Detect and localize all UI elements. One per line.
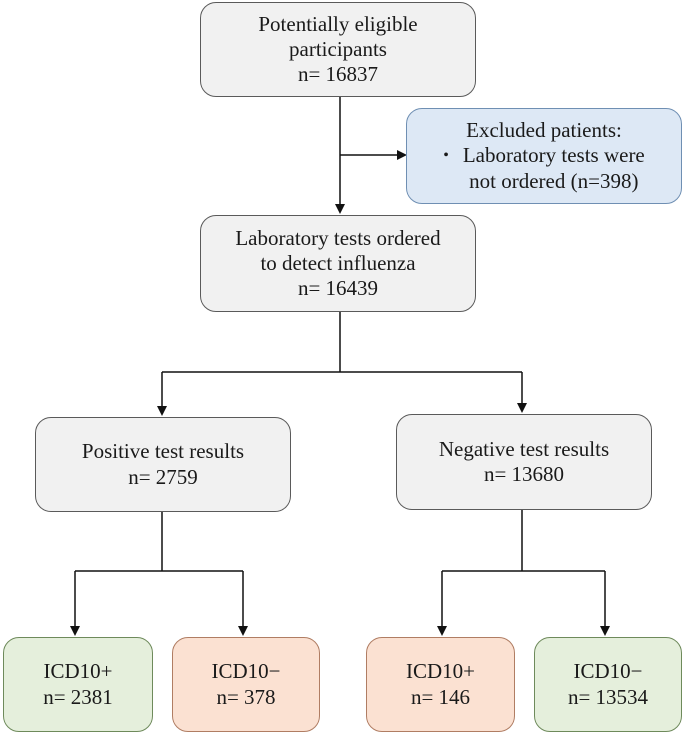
positive-icd10-minus-box: ICD10− n= 378	[172, 637, 320, 732]
excluded-reason-line-2: not ordered (n=398)	[469, 168, 639, 193]
positive-results-box: Positive test results n= 2759	[35, 417, 291, 512]
pos-icd-minus-label: ICD10−	[211, 659, 281, 684]
eligible-count: n= 16837	[297, 62, 379, 87]
negative-count: n= 13680	[483, 462, 565, 486]
excluded-bullet-item: • Laboratory tests were not ordered (n=3…	[443, 143, 645, 193]
positive-icd10-plus-box: ICD10+ n= 2381	[3, 637, 153, 732]
excluded-title: Excluded patients:	[466, 118, 622, 143]
excluded-patients-box: Excluded patients: • Laboratory tests we…	[406, 108, 682, 204]
bullet-icon: •	[443, 147, 449, 165]
positive-label: Positive test results	[81, 439, 245, 464]
negative-icd10-plus-box: ICD10+ n= 146	[366, 637, 515, 732]
eligible-line-1: Potentially eligible	[258, 11, 418, 36]
negative-icd10-minus-box: ICD10− n= 13534	[534, 637, 682, 732]
ordered-count: n= 16439	[297, 276, 379, 301]
negative-label: Negative test results	[438, 436, 610, 461]
neg-icd-plus-count: n= 146	[410, 684, 471, 709]
neg-icd-minus-label: ICD10−	[573, 659, 643, 684]
tests-ordered-box: Laboratory tests ordered to detect influ…	[200, 215, 476, 312]
pos-icd-minus-count: n= 378	[216, 684, 276, 709]
negative-results-box: Negative test results n= 13680	[396, 414, 652, 510]
positive-count: n= 2759	[128, 464, 198, 489]
pos-icd-plus-label: ICD10+	[43, 659, 113, 684]
neg-icd-minus-count: n= 13534	[567, 684, 649, 709]
eligible-participants-box: Potentially eligible participants n= 168…	[200, 2, 476, 97]
ordered-line-1: Laboratory tests ordered	[235, 225, 441, 250]
excluded-reason-line-1: Laboratory tests were	[462, 143, 645, 168]
neg-icd-plus-label: ICD10+	[405, 659, 475, 684]
eligible-line-2: participants	[289, 36, 387, 61]
pos-icd-plus-count: n= 2381	[43, 684, 113, 709]
ordered-line-2: to detect influenza	[260, 250, 416, 275]
